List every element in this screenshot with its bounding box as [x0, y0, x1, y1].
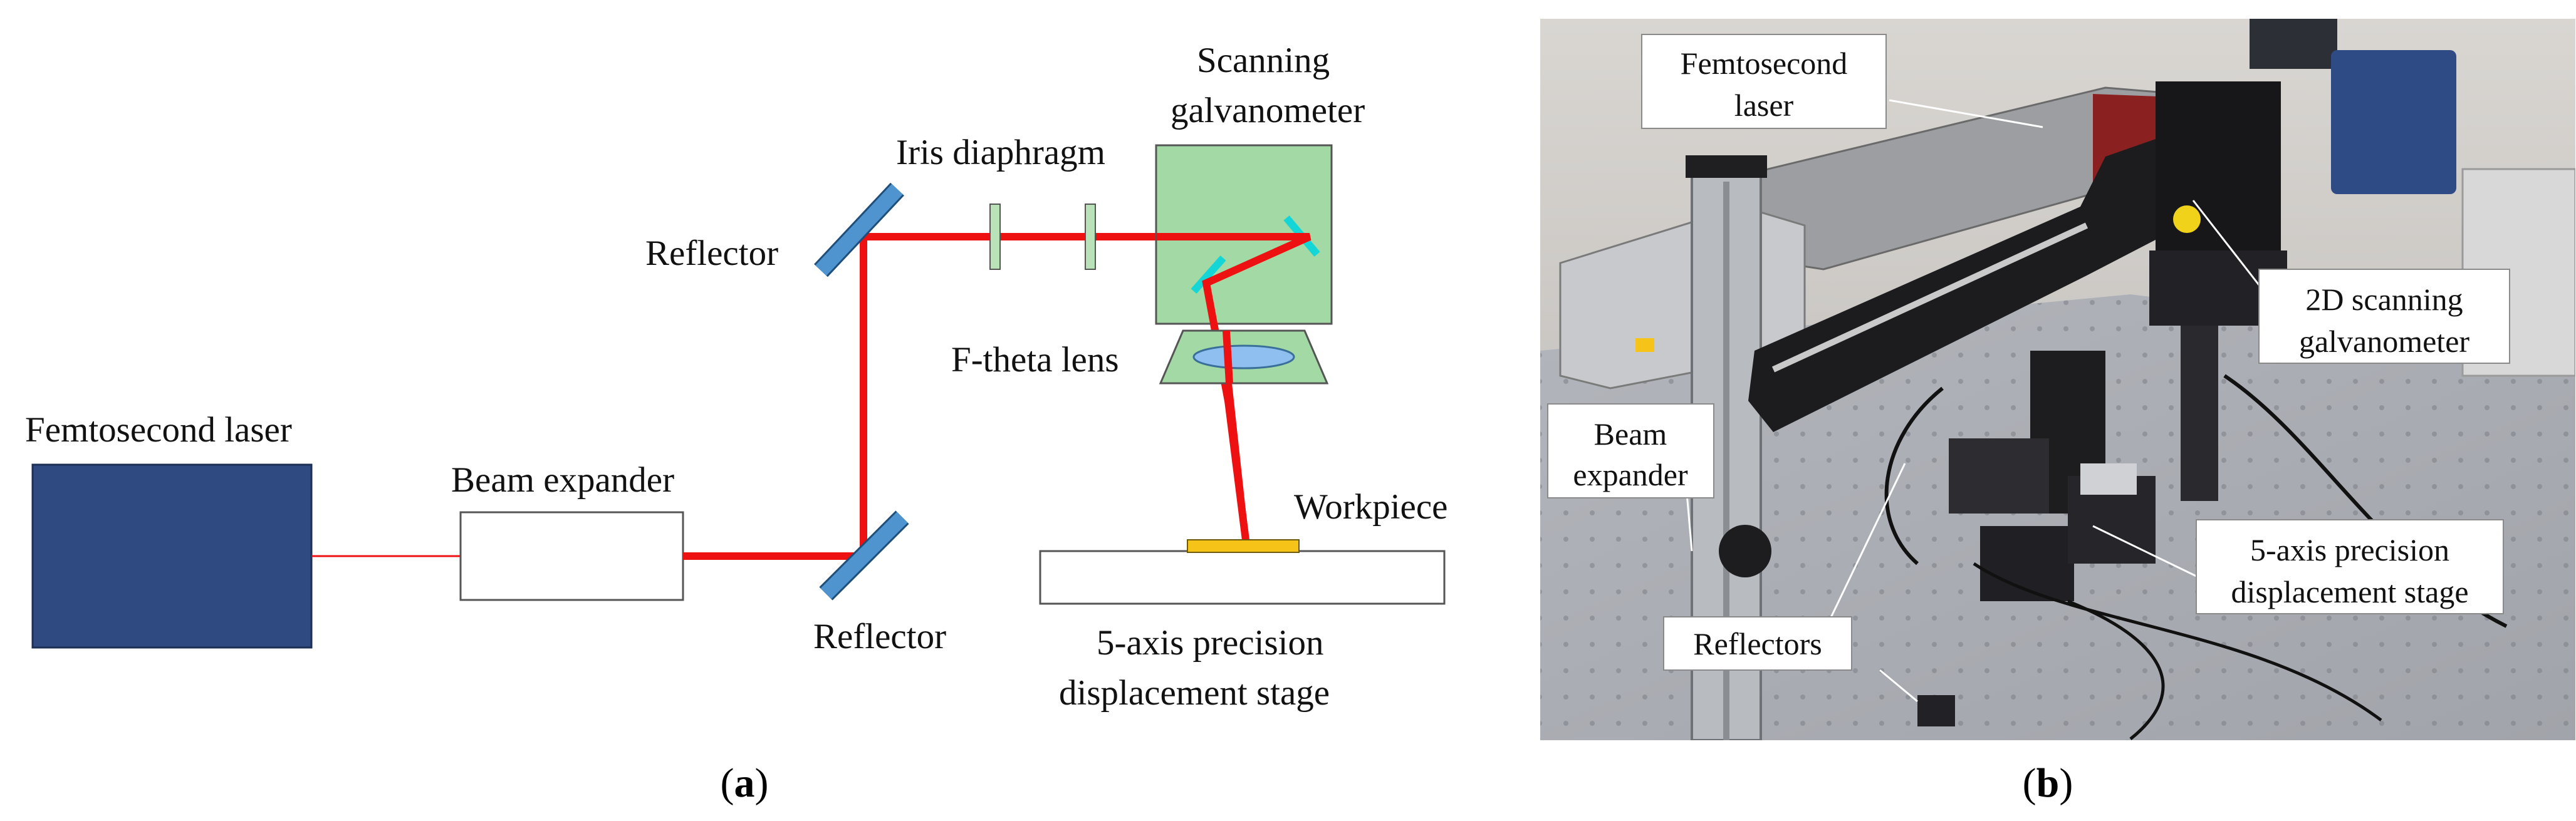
cable-1	[1884, 386, 1944, 565]
galvo-label-line1: Scanning	[1197, 41, 1330, 80]
laser-yellow-label	[1635, 338, 1654, 352]
callout-2d-galvanometer: 2D scanning galvanometer	[2192, 200, 2510, 364]
reflector-bottom-mirror-face	[820, 512, 908, 599]
arm-rail	[1771, 222, 2088, 373]
callout-beam-expander: Beam expander	[1547, 403, 1714, 552]
svg-text:Reflectors: Reflectors	[1693, 626, 1822, 661]
svg-text:5-axis precision: 5-axis precision	[2250, 532, 2449, 567]
pillar-top-cap	[1686, 155, 1767, 178]
callout-femtosecond-laser: Femtosecond laser	[1641, 34, 2043, 129]
workpiece-block	[1187, 539, 1300, 553]
stage-stack-2	[1949, 438, 2049, 514]
workpiece-label: Workpiece	[1294, 487, 1447, 527]
monitor	[2250, 19, 2337, 69]
beam-expander-box	[459, 511, 684, 601]
iris-label: Iris diaphragm	[896, 133, 1105, 172]
ftheta-label: F-theta lens	[951, 340, 1119, 380]
reflector-mount-photo	[1917, 695, 1955, 726]
iris-aperture-1	[989, 204, 1001, 270]
svg-text:Femtosecond: Femtosecond	[1681, 46, 1848, 81]
ftheta-lens-element	[1192, 344, 1295, 369]
svg-text:Beam: Beam	[1594, 416, 1667, 452]
caption-a: (a)	[721, 760, 769, 806]
beam-expander-label: Beam expander	[451, 460, 674, 500]
caption-b: (b)	[2023, 760, 2073, 806]
stage-label-line1: 5-axis precision	[1097, 623, 1323, 663]
svg-text:displacement stage: displacement stage	[2231, 574, 2468, 609]
beam-expander-photo	[1719, 525, 1771, 577]
cable-4	[2067, 599, 2165, 740]
reflector-top-mirror-face	[815, 183, 903, 276]
laser-label: Femtosecond laser	[25, 410, 292, 450]
displacement-stage-box	[1039, 550, 1446, 605]
galvo-label-line2: galvanometer	[1171, 91, 1365, 130]
chair-back	[2331, 50, 2456, 194]
panel-b-photo: Femtosecond laser 2D scanning galvanomet…	[1540, 19, 2575, 806]
stage-plate	[2080, 463, 2137, 495]
svg-text:galvanometer: galvanometer	[2299, 324, 2469, 359]
reflector-bottom-label: Reflector	[813, 617, 946, 656]
femtosecond-laser-box	[31, 463, 313, 649]
black-arm	[1748, 113, 2256, 432]
galvo-column	[2181, 326, 2218, 501]
galvo-mirror-2	[1191, 256, 1226, 294]
callout-reflectors: Reflectors	[1663, 463, 1918, 703]
svg-text:2D scanning: 2D scanning	[2305, 282, 2463, 317]
svg-text:expander: expander	[1573, 457, 1688, 492]
svg-text:laser: laser	[1734, 88, 1794, 123]
focused-beam	[1227, 383, 1249, 545]
iris-aperture-2	[1085, 204, 1096, 270]
beam-through-lens	[1223, 330, 1233, 384]
galvo-yellow-knob	[2173, 205, 2201, 233]
cable-3	[1973, 562, 2382, 722]
stage-label-line2: displacement stage	[1059, 673, 1330, 713]
galvo-block-photo	[2156, 81, 2281, 269]
callout-5axis-stage: 5-axis precision displacement stage	[2092, 519, 2504, 614]
reflector-top-label: Reflector	[645, 234, 778, 273]
panel-a-schematic: Femtosecond laser Beam expander Reflecto…	[25, 41, 1447, 806]
